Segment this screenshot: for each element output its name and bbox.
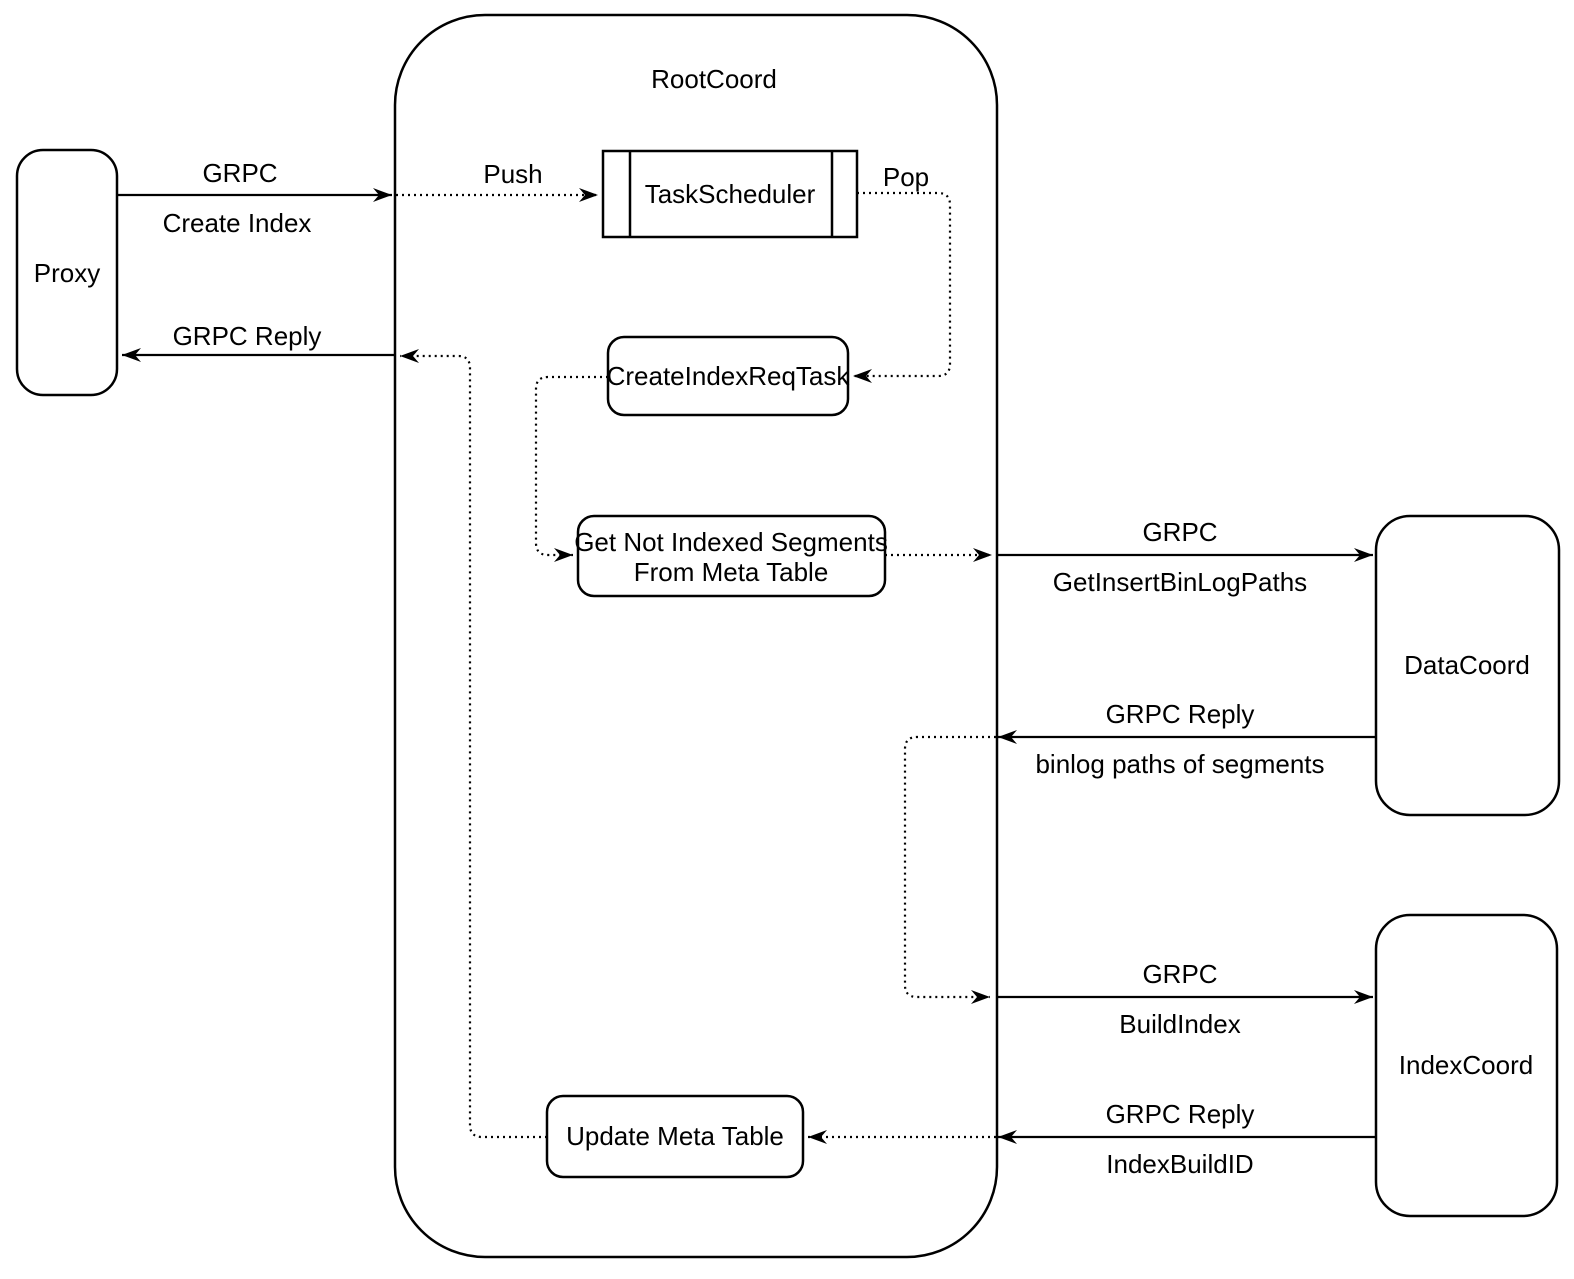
edge-rootcoord-to-indexcoord-message: BuildIndex xyxy=(1119,1009,1240,1039)
get-not-indexed-segments-label-line2: From Meta Table xyxy=(634,557,829,587)
edge-indexcoord-to-rootcoord-message: IndexBuildID xyxy=(1106,1149,1253,1179)
edge-rootcoord-to-proxy-protocol: GRPC Reply xyxy=(173,321,322,351)
proxy-label: Proxy xyxy=(34,258,100,288)
create-index-req-task-label: CreateIndexReqTask xyxy=(607,361,851,391)
update-meta-table-label: Update Meta Table xyxy=(566,1121,784,1151)
edge-datacoord-to-rootcoord-message: binlog paths of segments xyxy=(1035,749,1324,779)
edge-datacoord-to-rootcoord-protocol: GRPC Reply xyxy=(1106,699,1255,729)
data-coord-node xyxy=(1374,514,1561,817)
edge-createtask-to-getsegments xyxy=(534,375,608,562)
index-coord-node xyxy=(1374,913,1559,1218)
get-not-indexed-segments-label-line1: Get Not Indexed Segments xyxy=(574,527,888,557)
edge-push-label: Push xyxy=(483,159,542,189)
edge-proxy-to-rootcoord-protocol: GRPC xyxy=(202,158,277,188)
edge-update-meta-to-reply xyxy=(400,349,547,1139)
task-scheduler-node xyxy=(601,149,859,239)
edge-rootcoord-to-datacoord-message: GetInsertBinLogPaths xyxy=(1053,567,1307,597)
edge-pop-label: Pop xyxy=(883,162,929,192)
task-scheduler-label: TaskScheduler xyxy=(645,179,816,209)
rootcoord-title: RootCoord xyxy=(651,64,777,94)
proxy-node xyxy=(15,148,119,397)
edge-binlog-internal-loop xyxy=(903,735,996,1004)
edge-proxy-to-rootcoord-message: Create Index xyxy=(163,208,312,238)
rootcoord-container xyxy=(393,13,999,1259)
edge-rootcoord-to-indexcoord-protocol: GRPC xyxy=(1142,959,1217,989)
data-coord-label: DataCoord xyxy=(1404,650,1530,680)
edge-rootcoord-to-datacoord-protocol: GRPC xyxy=(1142,517,1217,547)
edge-indexcoord-to-rootcoord-protocol: GRPC Reply xyxy=(1106,1099,1255,1129)
edge-pop xyxy=(853,191,952,383)
index-coord-label: IndexCoord xyxy=(1399,1050,1533,1080)
